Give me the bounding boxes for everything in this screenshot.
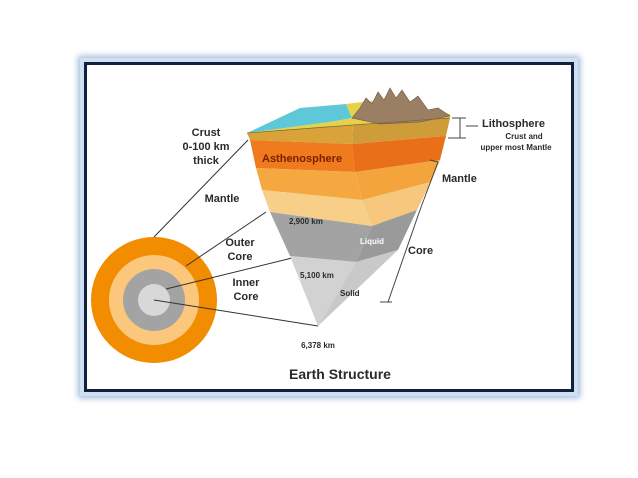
core-right-label: Core: [408, 245, 433, 257]
crust-label: Crust: [192, 127, 221, 139]
lower-mantle-layer-left: [262, 190, 372, 226]
mantle-right-label: Mantle: [442, 173, 477, 185]
connector-top: [153, 139, 249, 238]
right-brackets: [380, 117, 478, 303]
wedge-top-surface: [246, 87, 451, 134]
asthenosphere-layer-left: [250, 140, 355, 172]
depth-6378-label: 6,378 km: [301, 341, 335, 350]
inner-core-label-1: Inner: [233, 277, 261, 289]
connector-outer-core: [185, 211, 267, 267]
connector-center: [153, 299, 319, 327]
asthenosphere-label: Asthenosphere: [262, 153, 342, 165]
diagram-labels: Crust 0-100 km thick Mantle Outer Core I…: [182, 118, 552, 382]
crust-thick-label: thick: [193, 155, 220, 167]
upper-mantle-layer-left: [256, 168, 362, 200]
figure-title: Earth Structure: [289, 366, 391, 382]
liquid-label: Liquid: [360, 237, 384, 246]
mantle-bracket-top: [429, 159, 439, 163]
mantle-left-label: Mantle: [205, 193, 240, 205]
inner-core-label-2: Core: [233, 291, 258, 303]
inner-core-layer-left: [290, 256, 356, 326]
top-edge: [246, 117, 451, 134]
inner-core-layer-right: [318, 250, 398, 326]
depth-5100-label: 5,100 km: [300, 271, 334, 280]
depth-2900-label: 2,900 km: [289, 217, 323, 226]
crust-depth-label: 0-100 km: [182, 141, 229, 153]
connector-inner-core: [165, 257, 293, 290]
ocean-surface: [247, 104, 352, 133]
outer-core-label-1: Outer: [225, 237, 255, 249]
lithosphere-sub-label-2: upper most Mantle: [480, 143, 552, 152]
core-bracket-side: [387, 209, 421, 303]
lower-mantle-layer-right: [362, 182, 431, 226]
crust-layer-right: [352, 118, 450, 144]
lithosphere-sub-label-1: Crust and: [505, 132, 542, 141]
upper-mantle-layer-right: [355, 160, 440, 200]
outer-core-layer-left: [270, 212, 372, 262]
mountains: [351, 87, 451, 125]
lithosphere-label: Lithosphere: [482, 118, 545, 130]
asthenosphere-layer-right: [352, 136, 446, 172]
wedge-right-face: [318, 118, 450, 326]
outer-core-layer-right: [356, 210, 417, 262]
mantle-bracket-side: [419, 161, 439, 211]
solid-label: Solid: [340, 289, 360, 298]
crust-layer-left: [247, 125, 353, 144]
wedge-left-face: [247, 125, 372, 326]
connector-lines: [153, 139, 319, 327]
outer-core-label-2: Core: [227, 251, 252, 263]
